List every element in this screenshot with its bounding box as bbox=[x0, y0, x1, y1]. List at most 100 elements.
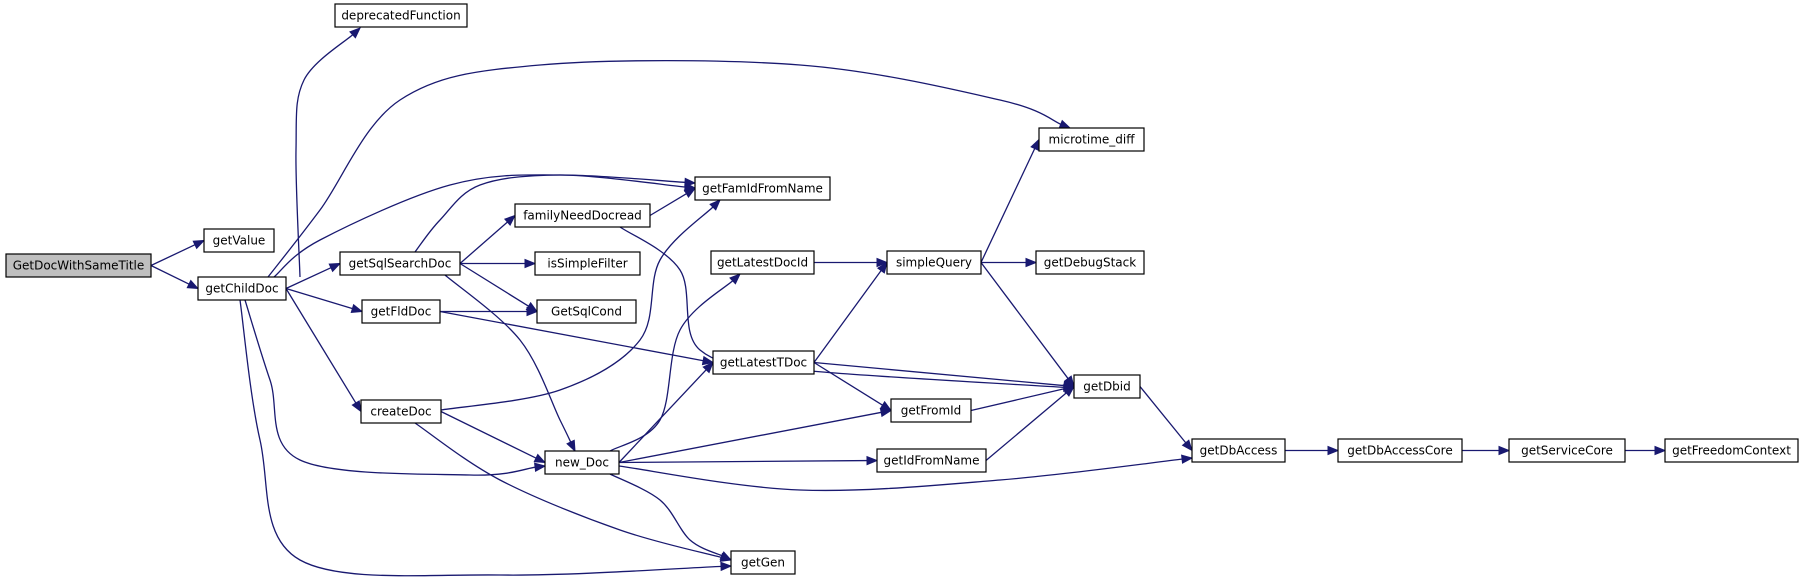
edge-simpleQuery-to-getDbid bbox=[980, 262, 1075, 388]
nodes-layer: GetDocWithSameTitle getValue getChildDoc de… bbox=[5, 3, 1799, 575]
node-label: createDoc bbox=[370, 405, 431, 419]
node-createDoc[interactable]: createDoc bbox=[360, 399, 442, 424]
edge-new_Doc-to-getLatestTDoc bbox=[618, 361, 714, 463]
edge-line bbox=[440, 205, 715, 411]
arrowhead-icon bbox=[1181, 439, 1193, 452]
node-getChildDoc[interactable]: getChildDoc bbox=[197, 276, 287, 301]
node-box[interactable] bbox=[534, 251, 641, 276]
arrowhead-icon bbox=[876, 261, 888, 274]
node-box[interactable] bbox=[339, 251, 461, 276]
node-box[interactable] bbox=[694, 176, 831, 201]
node-getDbid[interactable]: getDbid bbox=[1073, 374, 1141, 399]
arrowhead-icon bbox=[729, 273, 741, 285]
node-getFreedomContext[interactable]: getFreedomContext bbox=[1664, 438, 1799, 463]
node-label: familyNeedDocread bbox=[523, 209, 642, 223]
node-box[interactable] bbox=[1664, 438, 1799, 463]
node-getGen[interactable]: getGen bbox=[730, 550, 796, 575]
node-box[interactable] bbox=[536, 299, 637, 324]
node-label: microtime_diff bbox=[1049, 133, 1136, 147]
node-box[interactable] bbox=[334, 3, 468, 28]
node-box[interactable] bbox=[1191, 438, 1286, 463]
arrowhead-icon bbox=[526, 306, 539, 317]
node-getDbAccess[interactable]: getDbAccess bbox=[1191, 438, 1286, 463]
edge-getChildDoc-to-new_Doc bbox=[244, 299, 547, 476]
edge-line bbox=[619, 226, 1066, 389]
arrowhead-icon bbox=[503, 214, 517, 226]
edge-line bbox=[813, 269, 883, 363]
node-box[interactable] bbox=[360, 399, 442, 424]
edge-createDoc-to-getFamIdFromName bbox=[440, 199, 721, 411]
node-label: getDbAccessCore bbox=[1347, 444, 1452, 458]
arrowhead-icon bbox=[1063, 375, 1075, 388]
edge-line bbox=[273, 174, 687, 278]
edge-getSqlSearchDoc-to-isSimpleFilter bbox=[460, 258, 537, 269]
arrowhead-icon bbox=[350, 303, 364, 313]
edge-line bbox=[813, 361, 1066, 387]
node-getDbAccessCore[interactable]: getDbAccessCore bbox=[1337, 438, 1463, 463]
node-box[interactable] bbox=[361, 299, 441, 324]
edge-familyNeedDocread-to-getFamIdFromName bbox=[649, 187, 697, 217]
edge-getChildDoc-to-deprecatedFunction bbox=[295, 27, 361, 278]
edge-line bbox=[970, 387, 1066, 412]
node-label: deprecatedFunction bbox=[341, 9, 460, 23]
edge-line bbox=[285, 288, 357, 405]
node-new_Doc[interactable]: new_Doc bbox=[544, 450, 620, 475]
node-box[interactable] bbox=[514, 203, 651, 228]
arrowhead-icon bbox=[879, 400, 893, 412]
node-getFamIdFromName[interactable]: getFamIdFromName bbox=[694, 176, 831, 201]
edge-line bbox=[618, 458, 1184, 492]
edge-getSqlSearchDoc-to-new_Doc bbox=[444, 274, 576, 453]
edge-getLatestDocId-to-simpleQuery bbox=[814, 257, 889, 268]
edge-getChildDoc-to-createDoc bbox=[285, 288, 362, 413]
node-getFromId[interactable]: getFromId bbox=[890, 398, 972, 423]
edge-GetDocWithSameTitle-to-getValue bbox=[150, 239, 206, 267]
edge-line bbox=[985, 391, 1068, 461]
node-box[interactable] bbox=[730, 550, 796, 575]
node-box[interactable] bbox=[712, 350, 815, 375]
node-familyNeedDocread[interactable]: familyNeedDocread bbox=[514, 203, 651, 228]
node-getIdFromName[interactable]: getIdFromName bbox=[876, 448, 987, 473]
node-getLatestDocId[interactable]: getLatestDocId bbox=[710, 250, 815, 275]
node-GetSqlCond[interactable]: GetSqlCond bbox=[536, 299, 637, 324]
node-box[interactable] bbox=[203, 228, 275, 253]
node-isSimpleFilter[interactable]: isSimpleFilter bbox=[534, 251, 641, 276]
node-box[interactable] bbox=[544, 450, 620, 475]
edge-simpleQuery-to-getDebugStack bbox=[981, 257, 1038, 268]
edge-line bbox=[980, 262, 1070, 380]
edge-line bbox=[414, 174, 687, 253]
node-box[interactable] bbox=[1038, 127, 1145, 152]
node-deprecatedFunction[interactable]: deprecatedFunction bbox=[334, 3, 468, 28]
node-box[interactable] bbox=[1073, 374, 1141, 399]
node-box[interactable] bbox=[1508, 438, 1626, 463]
node-box[interactable] bbox=[886, 250, 982, 275]
edge-getChildDoc-to-getSqlSearchDoc bbox=[285, 262, 342, 290]
node-box[interactable] bbox=[1035, 250, 1145, 275]
node-box[interactable] bbox=[1337, 438, 1463, 463]
node-box[interactable] bbox=[876, 448, 987, 473]
node-getServiceCore[interactable]: getServiceCore bbox=[1508, 438, 1626, 463]
edge-getSqlSearchDoc-to-familyNeedDocread bbox=[459, 214, 517, 264]
edge-line bbox=[459, 220, 509, 264]
edge-getFromId-to-getDbid bbox=[970, 384, 1076, 412]
node-getLatestTDoc[interactable]: getLatestTDoc bbox=[712, 350, 815, 375]
node-box[interactable] bbox=[5, 253, 152, 278]
node-getValue[interactable]: getValue bbox=[203, 228, 275, 253]
node-getDebugStack[interactable]: getDebugStack bbox=[1035, 250, 1145, 275]
arrowhead-icon bbox=[186, 279, 200, 290]
node-label: getFromId bbox=[901, 404, 962, 418]
node-getSqlSearchDoc[interactable]: getSqlSearchDoc bbox=[339, 251, 461, 276]
edge-line bbox=[285, 266, 333, 290]
node-microtime_diff[interactable]: microtime_diff bbox=[1038, 127, 1145, 152]
node-getFldDoc[interactable]: getFldDoc bbox=[361, 299, 441, 324]
node-box[interactable] bbox=[710, 250, 815, 275]
node-box[interactable] bbox=[890, 398, 972, 423]
node-box[interactable] bbox=[197, 276, 287, 301]
node-GetDocWithSameTitle[interactable]: GetDocWithSameTitle bbox=[5, 253, 152, 278]
edge-line bbox=[244, 299, 537, 476]
edge-line bbox=[285, 287, 354, 310]
node-label: getIdFromName bbox=[884, 454, 980, 468]
node-simpleQuery[interactable]: simpleQuery bbox=[886, 250, 982, 275]
edge-new_Doc-to-getDbAccess bbox=[618, 454, 1194, 492]
node-label: getFldDoc bbox=[371, 305, 432, 319]
